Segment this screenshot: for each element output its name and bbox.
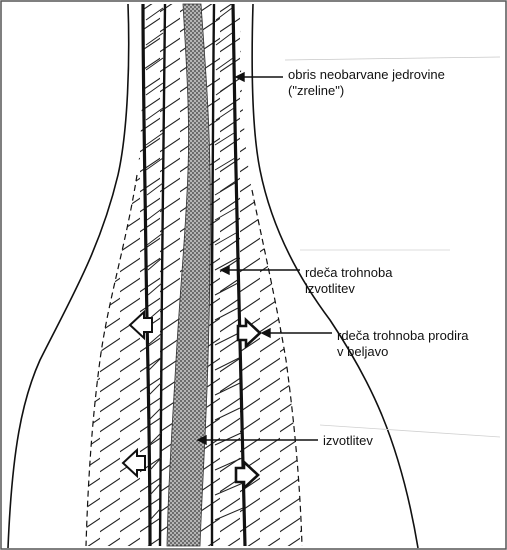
pointer-heartwood-outline bbox=[236, 73, 283, 81]
label-hollow-line1: izvotlitev bbox=[323, 433, 373, 449]
label-hollow: izvotlitev bbox=[323, 433, 373, 449]
label-red-rot-penetrates-line2: v beljavo bbox=[337, 344, 469, 360]
label-red-rot-penetrates-line1: rdeča trohnoba prodira bbox=[337, 328, 469, 344]
label-red-rot-hollow: rdeča trohnoba izvotlitev bbox=[305, 265, 392, 297]
label-heartwood-outline-line2: ("zreline") bbox=[288, 83, 445, 99]
label-red-rot-hollow-line2: izvotlitev bbox=[305, 281, 392, 297]
label-red-rot-hollow-line1: rdeča trohnoba bbox=[305, 265, 392, 281]
label-red-rot-penetrates: rdeča trohnoba prodira v beljavo bbox=[337, 328, 469, 360]
label-heartwood-outline: obris neobarvane jedrovine ("zreline") bbox=[288, 67, 445, 99]
label-heartwood-outline-line1: obris neobarvane jedrovine bbox=[288, 67, 445, 83]
